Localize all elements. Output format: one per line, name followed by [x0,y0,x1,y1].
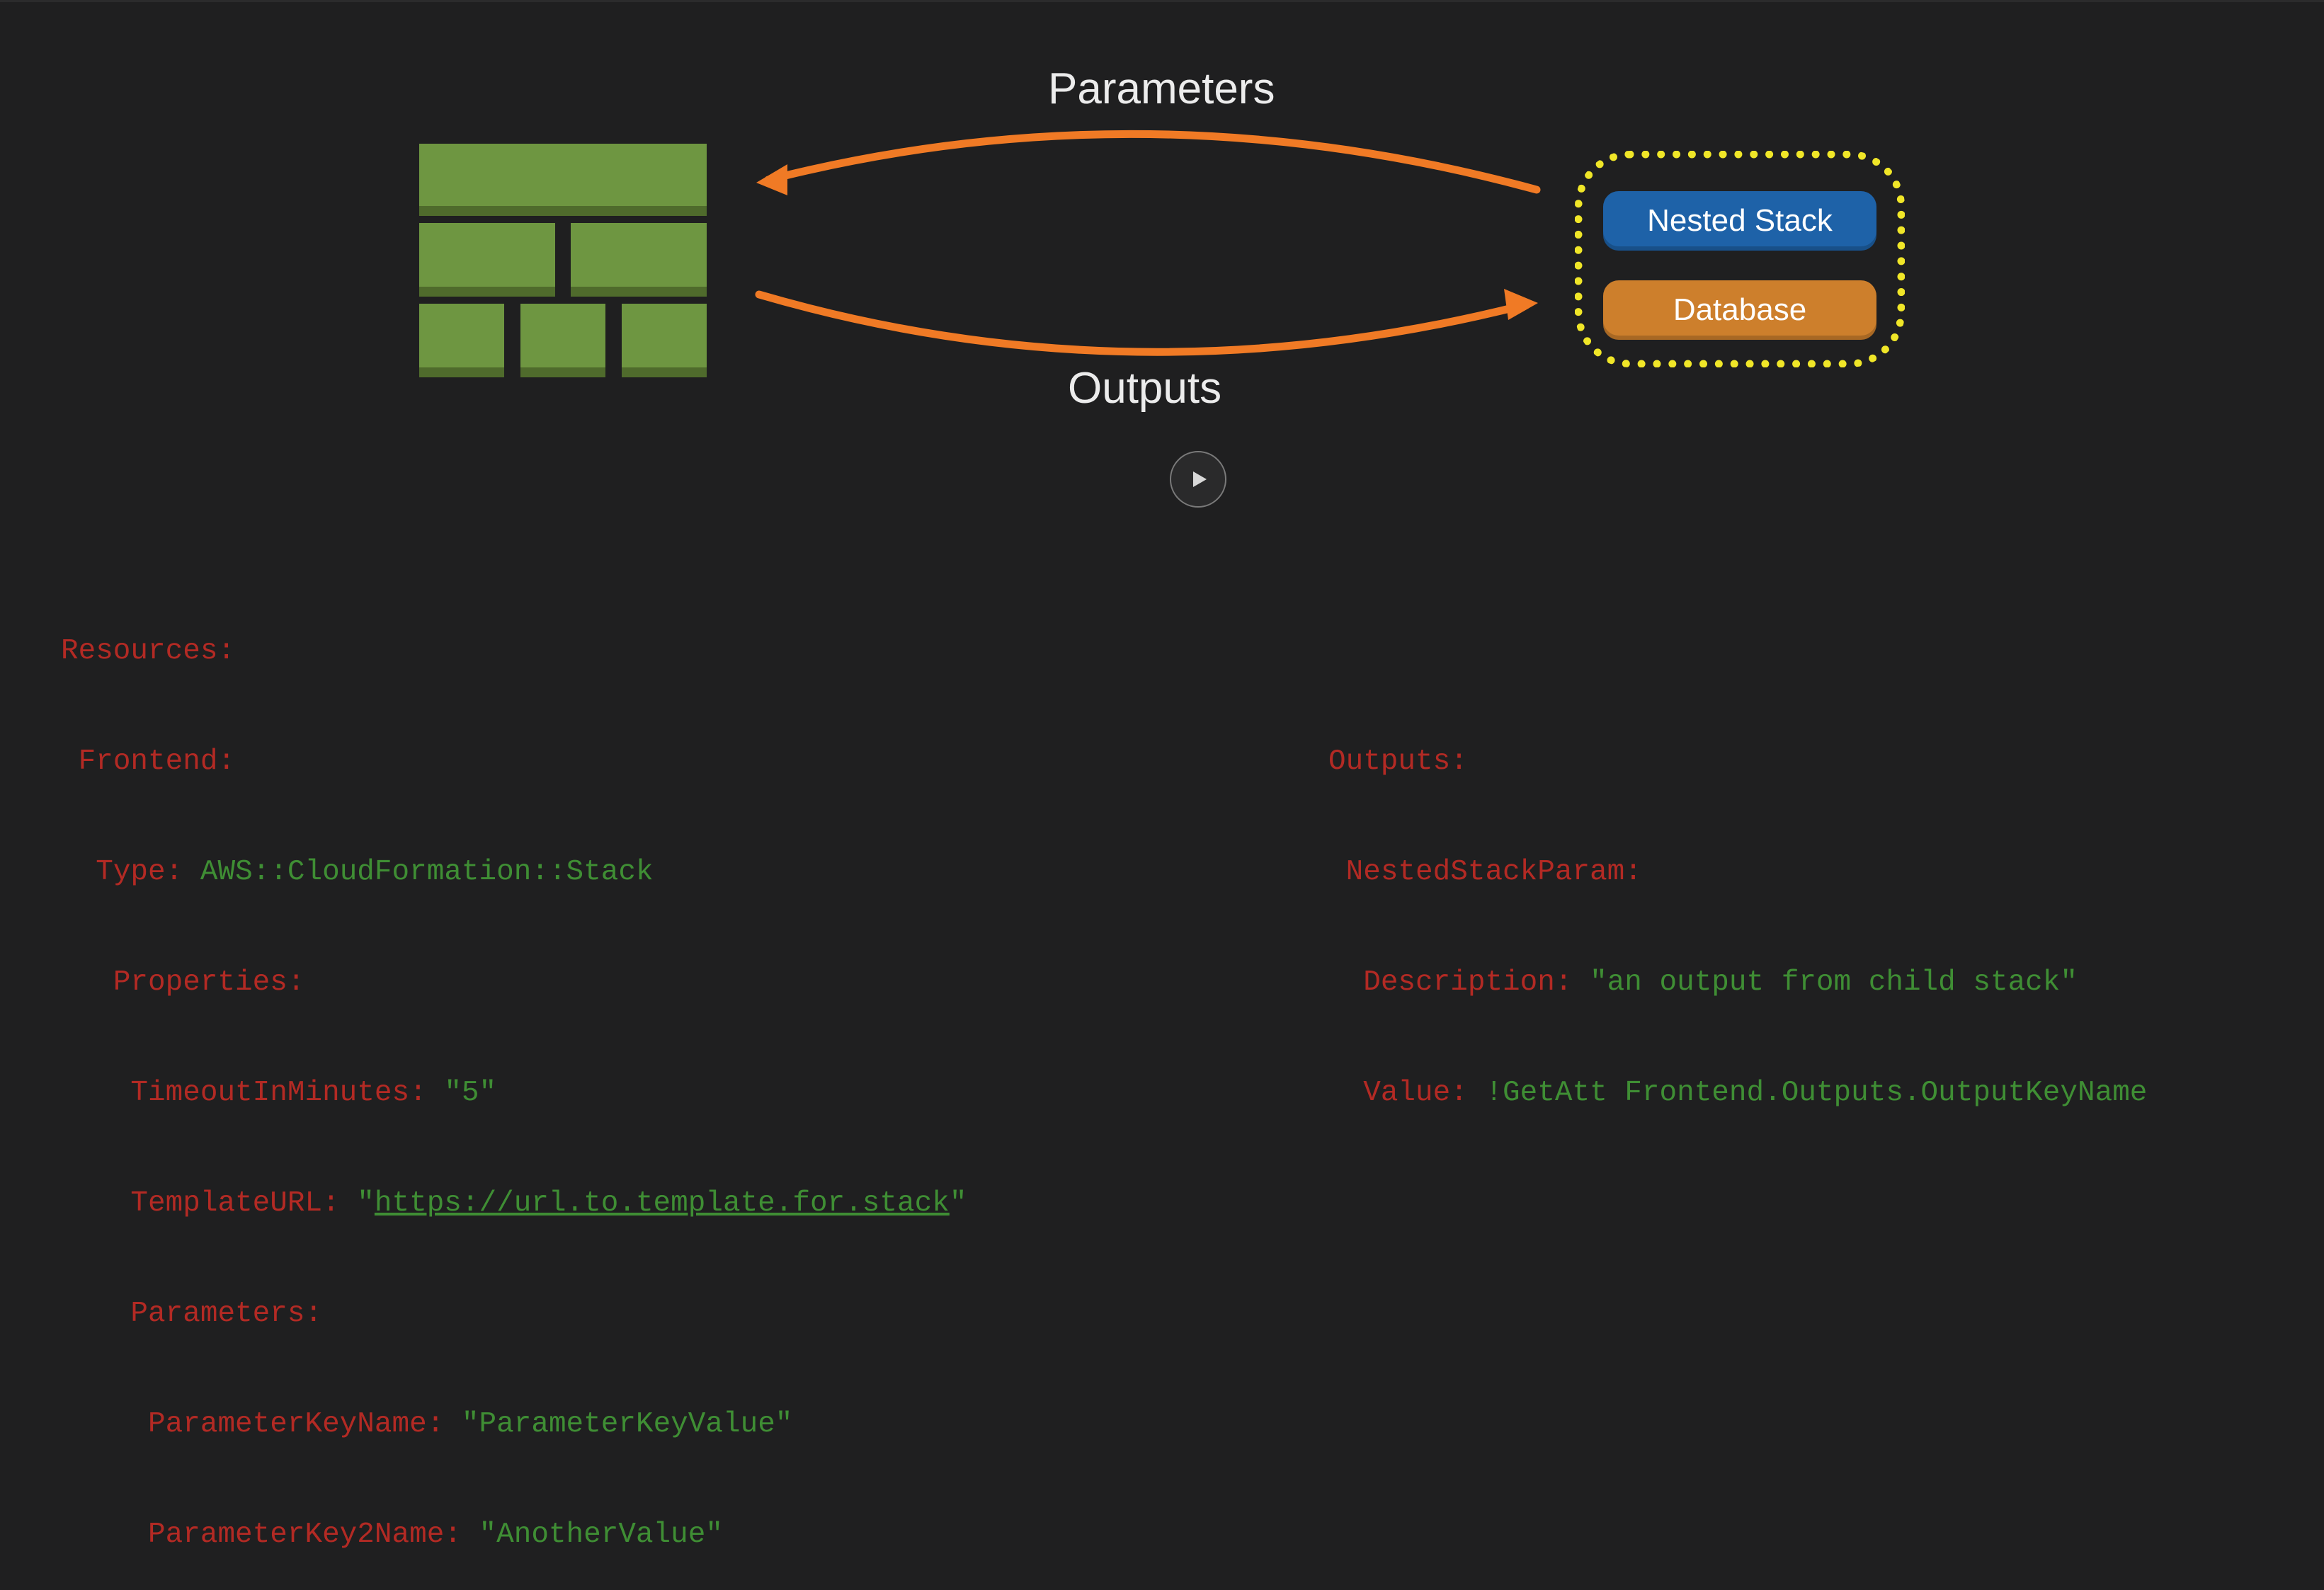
code-key: ParameterKeyName: [148,1408,445,1441]
brick [622,304,707,377]
database-pill: Database [1603,280,1876,340]
code-line: Value: !GetAtt Frontend.Outputs.OutputKe… [1328,1075,2147,1111]
outputs-arrow [755,290,1525,356]
brick [419,144,707,216]
top-divider [0,0,2324,2]
outputs-arrowhead [1504,289,1538,320]
parameters-label: Parameters [1048,64,1275,113]
code-value: "an output from child stack" [1590,966,2078,999]
code-line: ParameterKey2Name: "AnotherValue" [61,1516,967,1553]
code-key: TemplateURL: [130,1187,340,1220]
nested-stack-group [1575,151,1905,367]
parent-stack-icon [419,144,707,377]
code-line: Properties: [61,964,967,1001]
code-key: ParameterKey2Name: [148,1518,462,1551]
code-line: ParameterKeyName: "ParameterKeyValue" [61,1406,967,1443]
brick [520,304,605,377]
code-line: Description: "an output from child stack… [1328,964,2147,1001]
code-key: Properties: [113,966,305,999]
nested-stack-pill: Nested Stack [1603,191,1876,251]
play-icon [1193,471,1207,487]
code-value: AWS::CloudFormation::Stack [200,856,654,888]
code-value: !GetAtt Frontend.Outputs.OutputKeyName [1485,1077,2148,1109]
code-key: Outputs: [1328,745,1468,778]
code-value: "AnotherValue" [479,1518,723,1551]
brick [571,223,707,297]
brick [419,223,555,297]
code-key: Value: [1363,1077,1468,1109]
outputs-label: Outputs [1068,364,1222,413]
code-value: " [949,1187,967,1220]
code-line: Frontend: [61,743,967,780]
code-line: Type: AWS::CloudFormation::Stack [61,854,967,891]
code-key: Description: [1363,966,1573,999]
code-line: NestedStackParam: [1328,854,2147,891]
code-value: " [357,1187,375,1220]
template-code-outputs: Outputs: NestedStackParam: Description: … [1328,670,2147,1148]
code-line: TemplateURL: "https://url.to.template.fo… [61,1185,967,1222]
code-key: NestedStackParam: [1345,856,1642,888]
code-line: Parameters: [61,1296,967,1332]
play-button[interactable] [1170,451,1226,508]
code-key: Frontend: [78,745,236,778]
code-key: Resources: [61,635,236,668]
brick [419,304,504,377]
code-key: TimeoutInMinutes: [130,1077,427,1109]
code-key: Type: [96,856,183,888]
parameters-arrow [764,130,1541,194]
code-value: "ParameterKeyValue" [461,1408,793,1441]
code-line: Outputs: [1328,743,2147,780]
template-code-resources: Resources: Frontend: Type: AWS::CloudFor… [61,559,967,1590]
code-line: TimeoutInMinutes: "5" [61,1075,967,1111]
template-url-link[interactable]: https://url.to.template.for.stack [374,1187,950,1220]
code-key: Parameters: [130,1298,323,1330]
code-line: Resources: [61,633,967,670]
code-value: "5" [444,1077,497,1109]
parameters-arrowhead [756,164,787,195]
